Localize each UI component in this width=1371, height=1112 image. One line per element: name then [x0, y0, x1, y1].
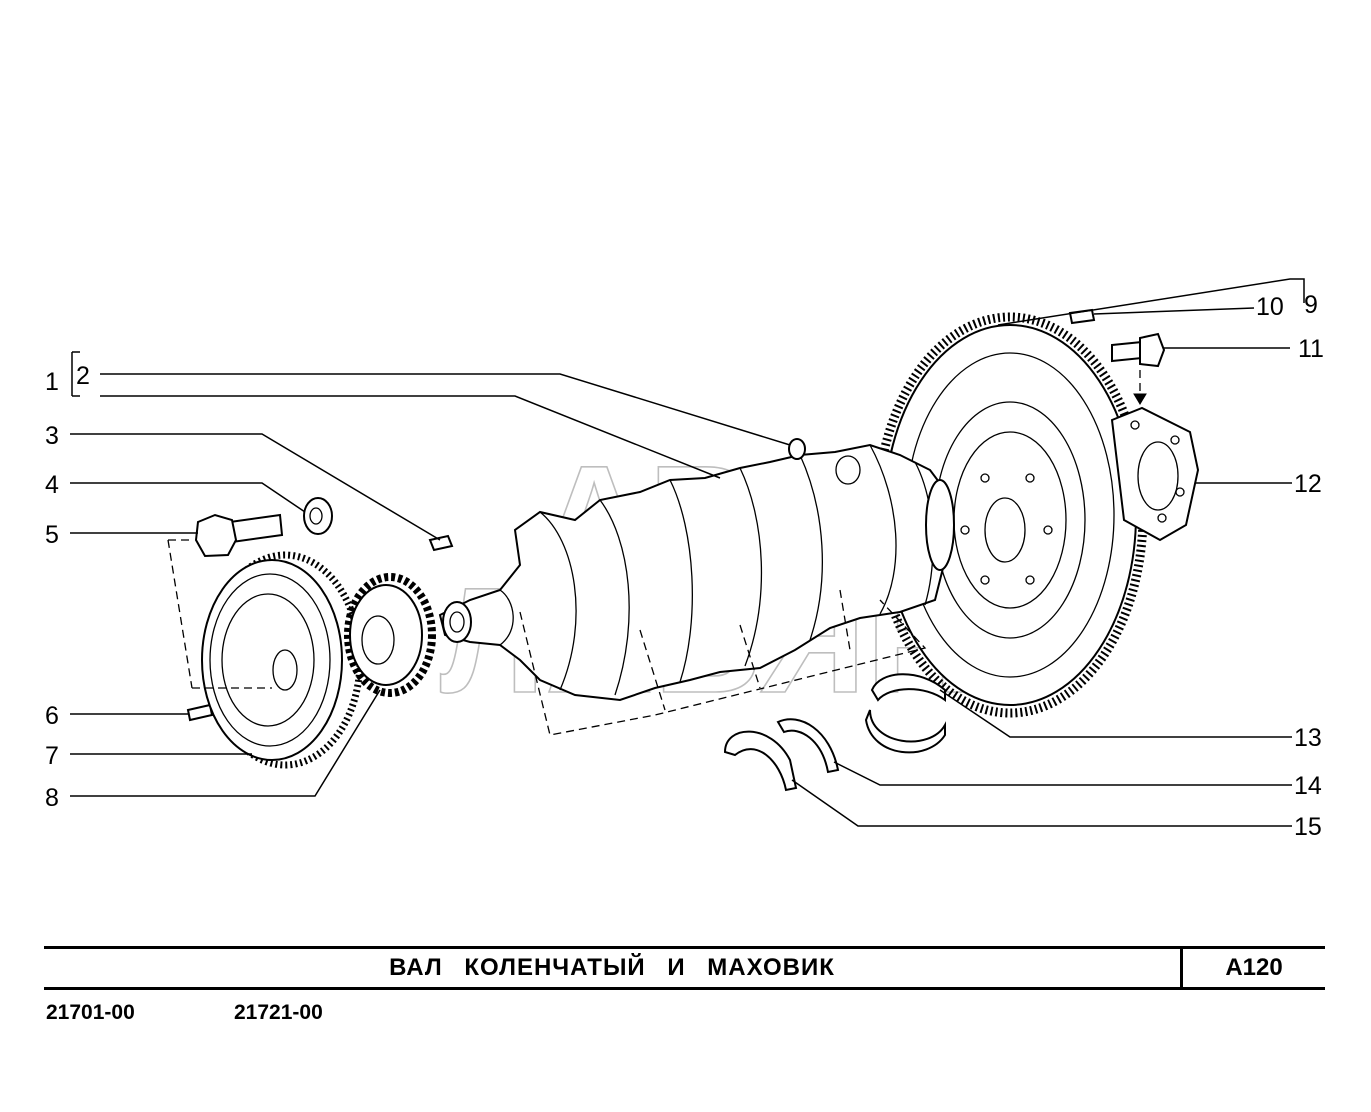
- timing-pulley: [344, 573, 436, 697]
- thrust-half-rings: [723, 718, 840, 792]
- leader-lines: [70, 278, 1305, 827]
- title-block: ВАЛ КОЛЕНЧАТЫЙ И МАХОВИК А120: [44, 946, 1325, 990]
- diagram-code: А120: [1225, 954, 1283, 981]
- main-bearing-shells: [864, 673, 946, 754]
- callout-3: 3: [45, 422, 59, 450]
- callout-13: 13: [1294, 724, 1322, 752]
- flywheel-bolt: [1111, 332, 1166, 368]
- callout-10: 10: [1256, 293, 1284, 321]
- callout-4: 4: [45, 471, 59, 499]
- assembly-lines: [167, 370, 1147, 736]
- pulley-bolt: [194, 513, 284, 558]
- callout-6: 6: [45, 702, 59, 730]
- callout-numbers: 1 2 3 4 5 6 7 8 9 10 11 12 13 14 15: [45, 291, 1324, 841]
- callout-12: 12: [1294, 470, 1322, 498]
- callout-11: 11: [1298, 335, 1324, 363]
- diagram-title: ВАЛ КОЛЕНЧАТЫЙ И МАХОВИК: [389, 954, 835, 981]
- callout-5: 5: [45, 521, 59, 549]
- callout-2: 2: [76, 362, 90, 390]
- callout-14: 14: [1294, 772, 1322, 800]
- callout-9: 9: [1304, 291, 1318, 319]
- callout-7: 7: [45, 742, 59, 770]
- pulley-washer: [303, 497, 333, 535]
- crankshaft: [438, 443, 955, 702]
- model-number-1: 21701-00: [46, 1001, 135, 1024]
- pulley-pin: [186, 703, 214, 722]
- callout-15: 15: [1294, 813, 1322, 841]
- crankshaft-pulley: [201, 551, 364, 769]
- model-number-2: 21721-00: [234, 1001, 323, 1024]
- title-divider: [1180, 949, 1183, 987]
- crankshaft-plug: [788, 438, 806, 460]
- crankshaft-key: [428, 534, 454, 552]
- callout-1: 1: [45, 368, 59, 396]
- flywheel-washer: [1110, 406, 1200, 542]
- callout-8: 8: [45, 784, 59, 812]
